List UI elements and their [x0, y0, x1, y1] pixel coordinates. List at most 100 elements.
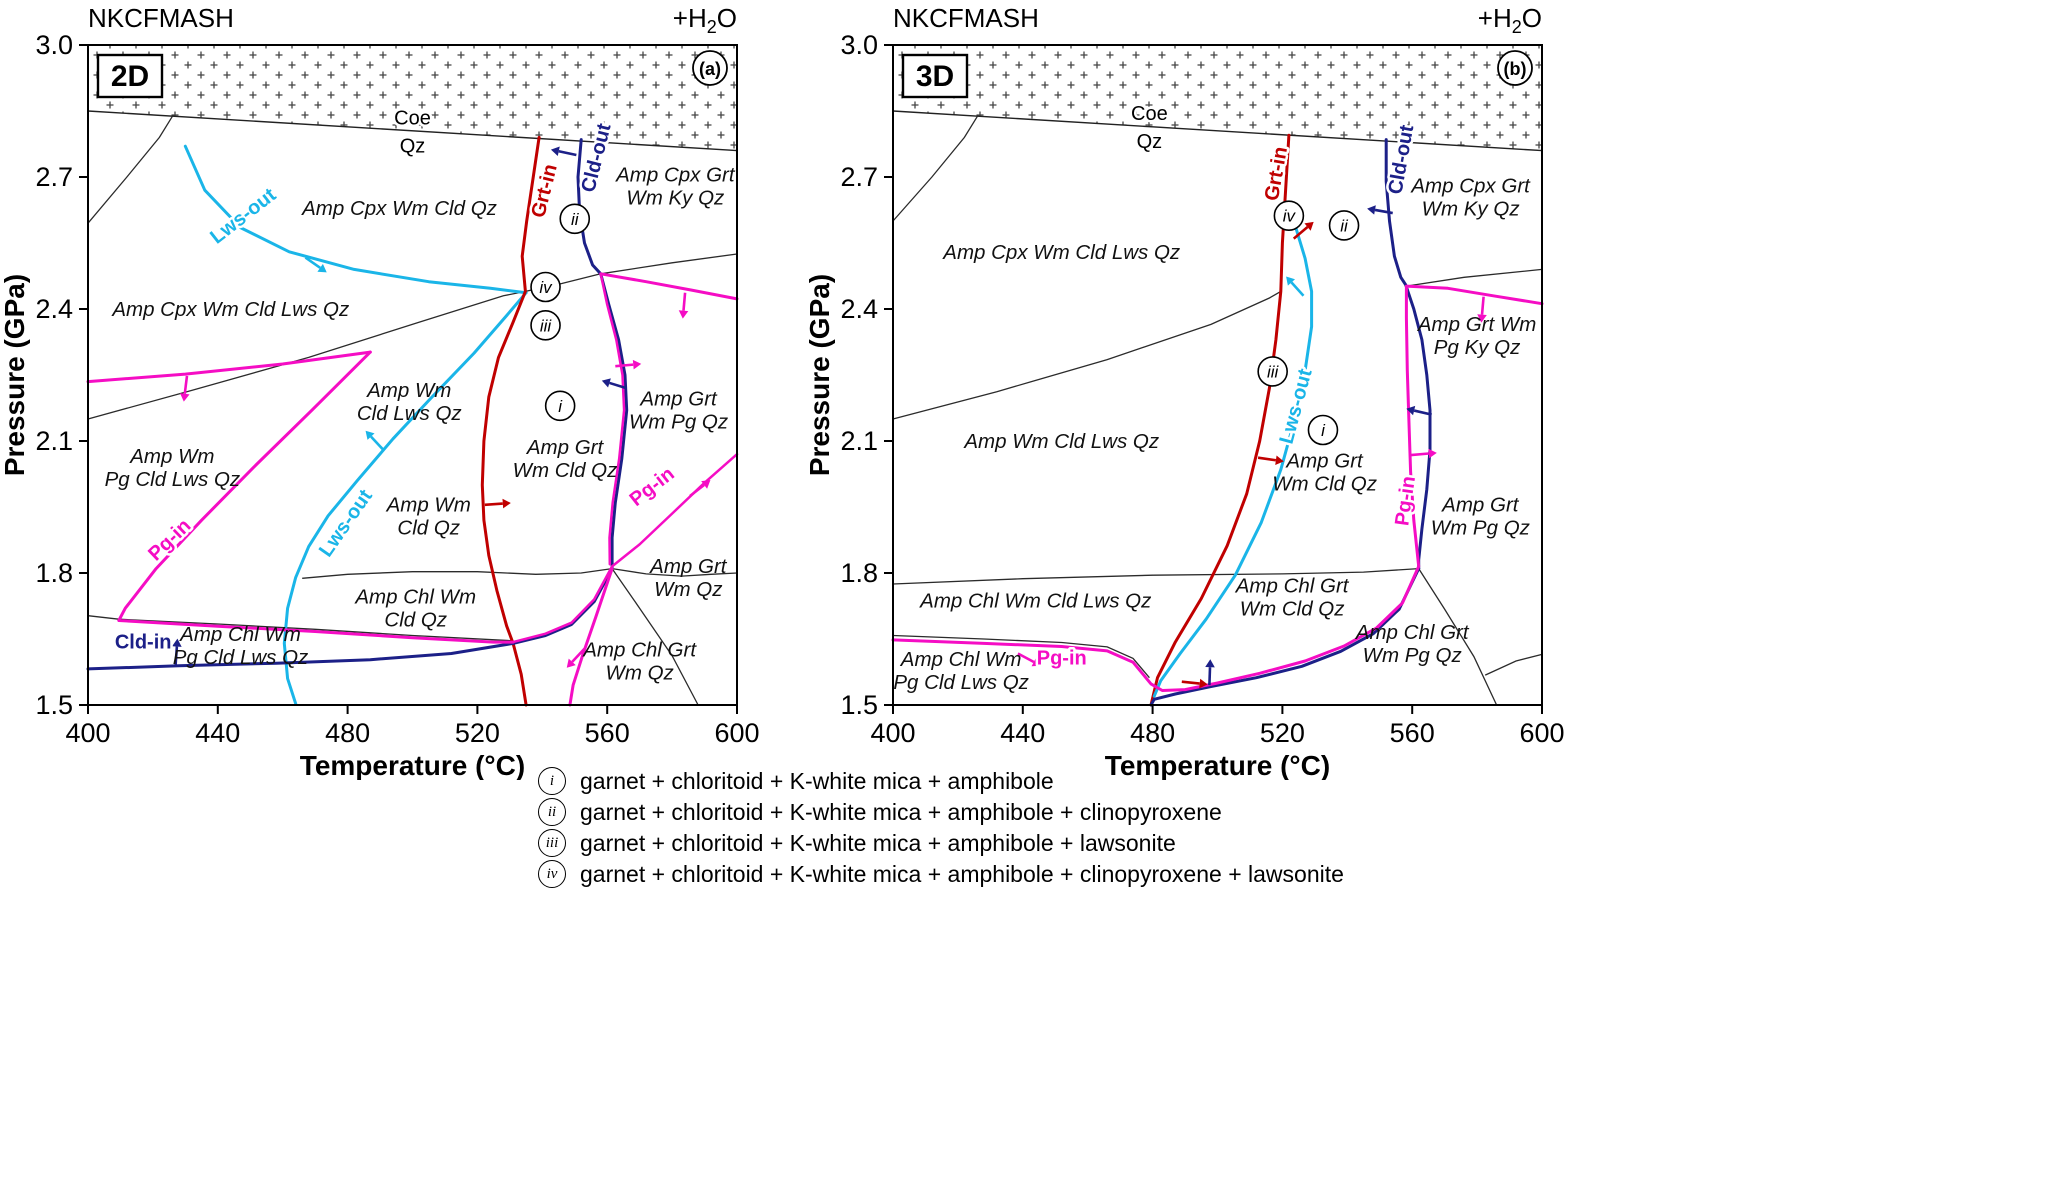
- assemblage-label: Amp Wm Cld Lws Qz: [962, 430, 1159, 453]
- reaction-line-label: Pg-in: [144, 515, 195, 566]
- reaction-line-label: Pg-in: [1037, 648, 1087, 670]
- curve-pg-in-diag: [117, 350, 515, 644]
- reaction-direction-arrow: [601, 378, 628, 390]
- boundary-qz-coe-branch: [892, 115, 978, 222]
- legend-numeral-circle: i: [538, 767, 566, 795]
- y-tick-label: 3.0: [35, 30, 73, 60]
- y-tick-label: 2.1: [840, 426, 878, 456]
- boundary-cpx-boundary: [87, 290, 526, 420]
- assemblage-label: Amp Wm: [385, 493, 471, 516]
- reaction-direction-arrow: [689, 479, 711, 498]
- boundary-upper-right-2: [600, 253, 738, 275]
- boundary-j2-diag: [611, 568, 699, 706]
- assemblage-label: Wm Cld Qz: [513, 459, 618, 482]
- invariant-point-numeral: iv: [539, 278, 553, 297]
- invariant-point-numeral: iii: [1267, 362, 1280, 381]
- subfigure-label-text: (b): [1504, 59, 1527, 79]
- assemblage-label: Wm Qz: [654, 578, 722, 601]
- legend-item-text: garnet + chloritoid + K-white mica + amp…: [580, 860, 1344, 887]
- boundary-mid-boundary: [892, 567, 1419, 585]
- curve-pg-bottom-right: [568, 567, 614, 707]
- reaction-direction-arrow: [1367, 205, 1393, 215]
- curve-cld-out: [1384, 138, 1432, 571]
- boundary-j2-right: [611, 567, 738, 577]
- reaction-line-label: Cld-in: [115, 632, 172, 654]
- curve-pg-in-left: [86, 350, 372, 384]
- assemblage-label: Amp Chl Wm: [178, 623, 301, 646]
- legend-numeral-circle: iv: [538, 860, 566, 888]
- legend-item-text: garnet + chloritoid + K-white mica + amp…: [580, 767, 1054, 794]
- curve-grt-in-low: [511, 641, 528, 707]
- boundary-mid-boundary: [302, 567, 613, 579]
- invariant-point-i: i: [1307, 414, 1339, 446]
- curve-lws-out-lower: [282, 291, 528, 706]
- assemblage-label: Cld Qz: [397, 516, 460, 539]
- assemblage-label: Amp Cpx Wm Cld Lws Qz: [110, 298, 349, 321]
- curve-pg-in-mid: [599, 272, 626, 566]
- invariant-point-ii: ii: [559, 203, 591, 235]
- assemblage-label: Wm Qz: [605, 662, 673, 685]
- coe-qz-boundary-line: [87, 110, 738, 152]
- panel-corner-label-text: 2D: [111, 60, 149, 93]
- curve-grt-in: [480, 135, 541, 645]
- reaction-line-label: Lws-out: [206, 184, 280, 249]
- boundary-br-branch: [1484, 653, 1543, 676]
- reaction-line-label: Pg-in: [626, 463, 679, 511]
- assemblage-label: Wm Pg Qz: [1363, 644, 1462, 667]
- y-tick-label: 2.7: [35, 162, 73, 192]
- assemblage-label: Amp Grt: [1440, 493, 1520, 516]
- fluid-label: +H2O: [1478, 3, 1542, 37]
- curve-cld-in: [86, 641, 515, 671]
- assemblage-label: Amp Wm: [128, 445, 214, 468]
- x-tick-label: 520: [1260, 718, 1305, 748]
- invariant-point-numeral: iii: [540, 316, 553, 335]
- x-tick-label: 480: [1130, 718, 1175, 748]
- plot-frame: [87, 44, 738, 706]
- curve-lws-out-upper: [183, 144, 528, 295]
- curve-pg-in: [891, 284, 1544, 692]
- plot-frame: [892, 44, 1543, 706]
- reaction-line-label: Grt-in: [1261, 145, 1292, 202]
- y-tick-label: 2.7: [840, 162, 878, 192]
- invariant-point-numeral: ii: [1340, 216, 1349, 235]
- boundary-upper-right: [1406, 268, 1543, 287]
- x-axis-title: Temperature (°C): [1105, 750, 1330, 780]
- subfigure-label-text: (a): [699, 59, 721, 79]
- invariant-point-iv: iv: [1273, 200, 1305, 232]
- assemblage-label: Wm Cld Qz: [1272, 472, 1377, 495]
- y-tick-label: 1.8: [35, 558, 73, 588]
- reaction-direction-arrow: [1477, 296, 1487, 323]
- assemblage-label: Pg Cld Lws Qz: [173, 646, 309, 669]
- reaction-direction-arrow: [1017, 652, 1041, 667]
- assemblage-label: Amp Cpx Wm Cld Qz: [300, 197, 497, 220]
- assemblage-label: Cld Lws Qz: [357, 402, 462, 425]
- invariant-point-iv: iv: [530, 271, 561, 303]
- invariant-point-numeral: i: [558, 397, 563, 416]
- invariant-point-numeral: i: [1321, 421, 1326, 440]
- assemblage-label: Amp Chl Grt: [581, 639, 697, 662]
- assemblage-legend: i garnet + chloritoid + K-white mica + a…: [538, 766, 1344, 890]
- panel-corner-label-text: 3D: [916, 60, 954, 93]
- invariant-point-i: i: [544, 390, 576, 422]
- x-tick-label: 600: [714, 718, 759, 748]
- reaction-direction-arrow: [1257, 455, 1284, 465]
- invariant-point-iii: iii: [530, 309, 561, 341]
- assemblage-label: Pg Ky Qz: [1434, 336, 1521, 359]
- panel-corner-label: 3D: [901, 53, 969, 99]
- legend-item: i garnet + chloritoid + K-white mica + a…: [538, 766, 1344, 796]
- reaction-direction-arrow: [1292, 221, 1314, 240]
- invariant-point-iii: iii: [1257, 356, 1288, 387]
- y-tick-label: 2.4: [840, 294, 878, 324]
- system-label: NKCFMASH: [893, 3, 1039, 33]
- curve-pg-top-right: [599, 272, 739, 301]
- reaction-direction-arrow: [566, 647, 586, 668]
- legend-item-text: garnet + chloritoid + K-white mica + amp…: [580, 829, 1176, 856]
- legend-item: iv garnet + chloritoid + K-white mica + …: [538, 859, 1344, 889]
- curve-cld-bundle: [511, 567, 614, 645]
- assemblage-label: Wm Pg Qz: [629, 411, 728, 434]
- assemblage-label: Amp Grt Wm: [1416, 313, 1536, 336]
- assemblage-label: Pg Cld Lws Qz: [893, 671, 1029, 694]
